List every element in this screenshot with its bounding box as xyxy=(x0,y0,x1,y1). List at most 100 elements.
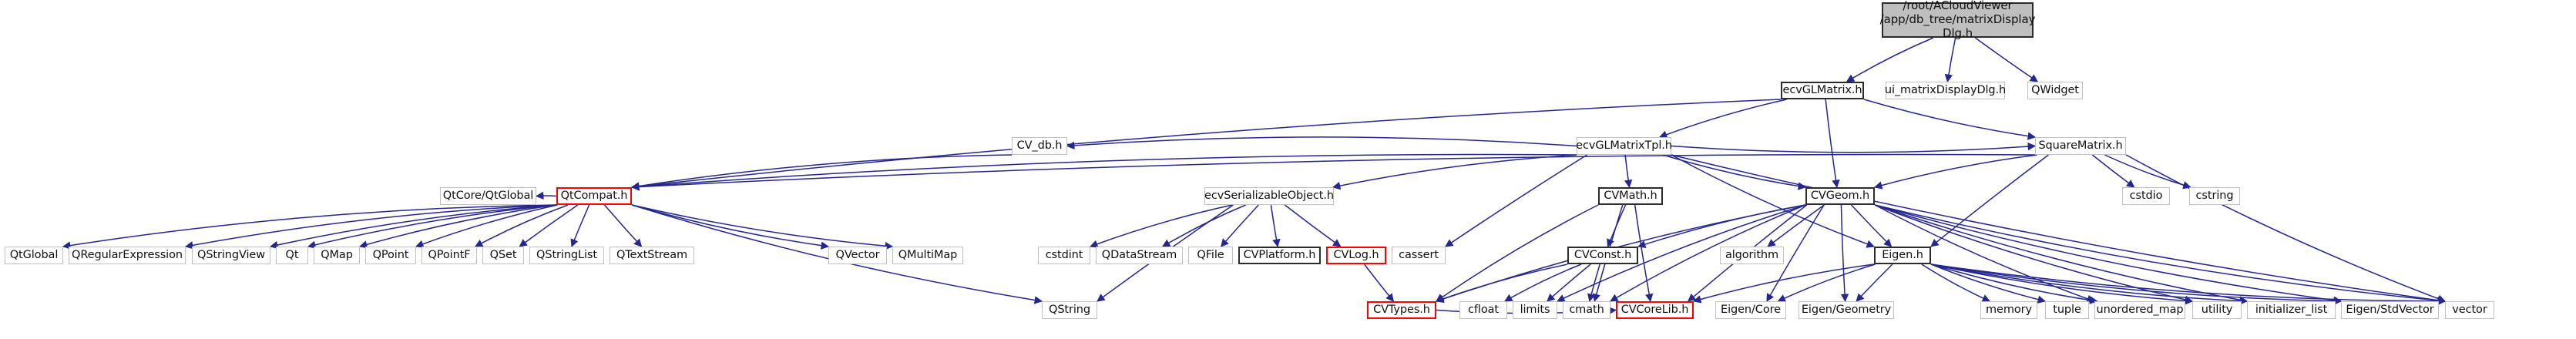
edge-Eigen-to-initializer_list xyxy=(1930,263,2249,305)
edge-CVGeom-to-EigenGeometry xyxy=(1840,204,1849,303)
graph-node-cstring[interactable]: cstring xyxy=(2189,187,2240,205)
graph-node-CVLog[interactable]: CVLog.h xyxy=(1326,247,1386,264)
edge-Eigen-to-EigenStdVector xyxy=(1930,263,2343,306)
graph-node-QVector[interactable]: QVector xyxy=(828,247,887,264)
graph-node-QString[interactable]: QString xyxy=(1042,301,1097,319)
graph-node-QtCompat[interactable]: QtCompat.h xyxy=(556,187,632,205)
graph-node-EigenGeometry[interactable]: Eigen/Geometry xyxy=(1798,301,1894,319)
graph-node-cmath[interactable]: cmath xyxy=(1563,301,1610,319)
graph-node-ecvGLMatrixTpl[interactable]: ecvGLMatrixTpl.h xyxy=(1576,137,1672,155)
edge-ecvSerializableObject-to-QDataStream xyxy=(1161,204,1246,247)
graph-node-CVCoreLib[interactable]: CVCoreLib.h xyxy=(1616,301,1694,319)
graph-node-Qt[interactable]: Qt xyxy=(276,247,308,264)
graph-node-unordered_map[interactable]: unordered_map xyxy=(2094,301,2185,319)
edge-ecvSerializableObject-to-CVLog xyxy=(1284,204,1342,247)
graph-node-QSet[interactable]: QSet xyxy=(482,247,524,264)
edge-ecvGLMatrix-to-CVGeom xyxy=(1825,99,1840,189)
graph-node-SquareMatrix[interactable]: SquareMatrix.h xyxy=(2035,137,2126,155)
edge-ecvGLMatrixTpl-to-cassert xyxy=(1445,154,1587,247)
edge-ecvGLMatrixTpl-to-ecvSerializableObject xyxy=(1332,154,1577,190)
edge-Eigen-to-EigenCore xyxy=(1777,263,1876,302)
edge-SquareMatrix-to-Eigen xyxy=(1930,154,2049,247)
graph-node-CVTypes[interactable]: CVTypes.h xyxy=(1367,301,1436,319)
graph-node-vector[interactable]: vector xyxy=(2445,301,2494,319)
graph-node-utility[interactable]: utility xyxy=(2192,301,2242,319)
edge-QtCompat-to-QMap xyxy=(358,204,557,249)
graph-node-QMap[interactable]: QMap xyxy=(314,247,360,264)
edge-root-to-ecvGLMatrix xyxy=(1846,37,1934,82)
edge-ecvGLMatrixTpl-to-CVMath xyxy=(1624,154,1633,189)
edge-SquareMatrix-to-QtCompat xyxy=(630,153,2036,191)
edge-Eigen-to-EigenGeometry xyxy=(1856,263,1893,302)
graph-node-algorithm[interactable]: algorithm xyxy=(1720,247,1784,264)
edge-Eigen-to-unordered_map xyxy=(1930,263,2098,304)
graph-node-QMultiMap[interactable]: QMultiMap xyxy=(892,247,963,264)
graph-node-QStringList[interactable]: QStringList xyxy=(529,247,604,264)
graph-node-CVConst[interactable]: CVConst.h xyxy=(1567,247,1638,264)
graph-node-QWidget[interactable]: QWidget xyxy=(2027,82,2083,99)
graph-node-QRegularExpression[interactable]: QRegularExpression xyxy=(69,247,186,264)
edge-CVGeom-to-Eigen xyxy=(1851,204,1893,247)
graph-node-CVGeom[interactable]: CVGeom.h xyxy=(1805,187,1875,205)
graph-node-cstdint[interactable]: cstdint xyxy=(1038,247,1090,264)
graph-node-limits[interactable]: limits xyxy=(1513,301,1557,319)
edge-CVMath-to-CVConst xyxy=(1607,204,1627,247)
graph-node-CVPlatform[interactable]: CVPlatform.h xyxy=(1238,247,1321,264)
graph-node-initializer_list[interactable]: initializer_list xyxy=(2247,301,2336,319)
graph-node-QDataStream[interactable]: QDataStream xyxy=(1096,247,1183,264)
edge-QtCompat-to-QPointF xyxy=(474,204,569,247)
edge-QtCompat-to-QRegularExpression xyxy=(184,204,557,250)
graph-node-cassert[interactable]: cassert xyxy=(1392,247,1446,264)
edge-Eigen-to-vector xyxy=(1930,263,2447,306)
edge-root-to-QWidget xyxy=(1974,37,2039,82)
edge-Eigen-to-CVCoreLib xyxy=(1692,263,1875,304)
graph-node-QFile[interactable]: QFile xyxy=(1188,247,1233,264)
edge-ecvGLMatrixTpl-to-QtCompat xyxy=(630,153,1577,191)
graph-node-ui_matrixDisplayDlg[interactable]: ui_matrixDisplayDlg.h xyxy=(1885,82,2006,99)
graph-node-cfloat[interactable]: cfloat xyxy=(1459,301,1507,319)
edge-QtCompat-to-Qt xyxy=(307,204,557,249)
graph-node-QtGlobal[interactable]: QtGlobal xyxy=(5,247,63,264)
edge-QtCompat-to-QMultiMap xyxy=(631,204,894,250)
edge-CVGeom-to-CVConst xyxy=(1637,204,1806,249)
edge-SquareMatrix-to-CVGeom xyxy=(1873,154,2037,190)
graph-node-EigenStdVector[interactable]: Eigen/StdVector xyxy=(2341,301,2439,319)
edge-ecvSerializableObject-to-cstdint xyxy=(1090,204,1233,248)
edge-Eigen-to-utility xyxy=(1930,263,2194,305)
edge-root-to-ui_matrixDisplayDlg xyxy=(1944,37,1956,83)
edge-paths xyxy=(62,37,2447,315)
edge-CVGeom-to-vector xyxy=(1874,204,2447,305)
graph-node-ecvGLMatrix[interactable]: ecvGLMatrix.h xyxy=(1781,82,1864,99)
graph-node-EigenCore[interactable]: Eigen/Core xyxy=(1715,301,1786,319)
edge-ecvGLMatrix-to-ecvGLMatrixTpl xyxy=(1658,99,1787,139)
edge-ecvGLMatrixTpl-to-CV_db xyxy=(1066,136,1577,150)
edge-Eigen-to-memory xyxy=(1921,263,1991,302)
graph-node-QtCoreQtGlobal[interactable]: QtCore/QtGlobal xyxy=(440,187,536,205)
edge-QtCompat-to-QStringList xyxy=(570,204,590,247)
graph-node-cstdio[interactable]: cstdio xyxy=(2122,187,2170,205)
edge-ecvSerializableObject-to-QFile xyxy=(1220,204,1259,247)
edge-SquareMatrix-to-vector xyxy=(2125,154,2446,303)
graph-node-QTextStream[interactable]: QTextStream xyxy=(610,247,694,264)
graph-node-Eigen[interactable]: Eigen.h xyxy=(1874,247,1931,264)
graph-node-QPoint[interactable]: QPoint xyxy=(365,247,416,264)
edge-ecvGLMatrixTpl-to-vector xyxy=(1671,154,2447,304)
edge-CV_db-to-QtCompat xyxy=(630,154,1013,190)
edge-CVGeom-to-algorithm xyxy=(1767,204,1825,247)
edge-ecvGLMatrixTpl-to-CVGeom xyxy=(1662,154,1807,190)
graph-node-QStringView[interactable]: QStringView xyxy=(192,247,270,264)
graph-node-tuple[interactable]: tuple xyxy=(2045,301,2089,319)
graph-node-memory[interactable]: memory xyxy=(1980,301,2037,319)
graph-node-QPointF[interactable]: QPointF xyxy=(421,247,477,264)
graph-node-CV_db[interactable]: CV_db.h xyxy=(1012,137,1067,155)
graph-node-ecvSerializableObject[interactable]: ecvSerializableObject.h xyxy=(1204,187,1334,205)
edge-CVConst-to-cmath xyxy=(1587,263,1600,303)
graph-node-root[interactable]: /root/ACloudViewer /app/db_tree/matrixDi… xyxy=(1879,0,2036,40)
edge-QtCompat-to-QVector xyxy=(631,204,830,250)
graph-node-CVMath[interactable]: CVMath.h xyxy=(1598,187,1663,205)
edge-QtCompat-to-QSet xyxy=(519,204,579,247)
edge-ecvGLMatrix-to-SquareMatrix xyxy=(1863,99,2037,140)
edge-Eigen-to-tuple xyxy=(1930,263,2047,304)
